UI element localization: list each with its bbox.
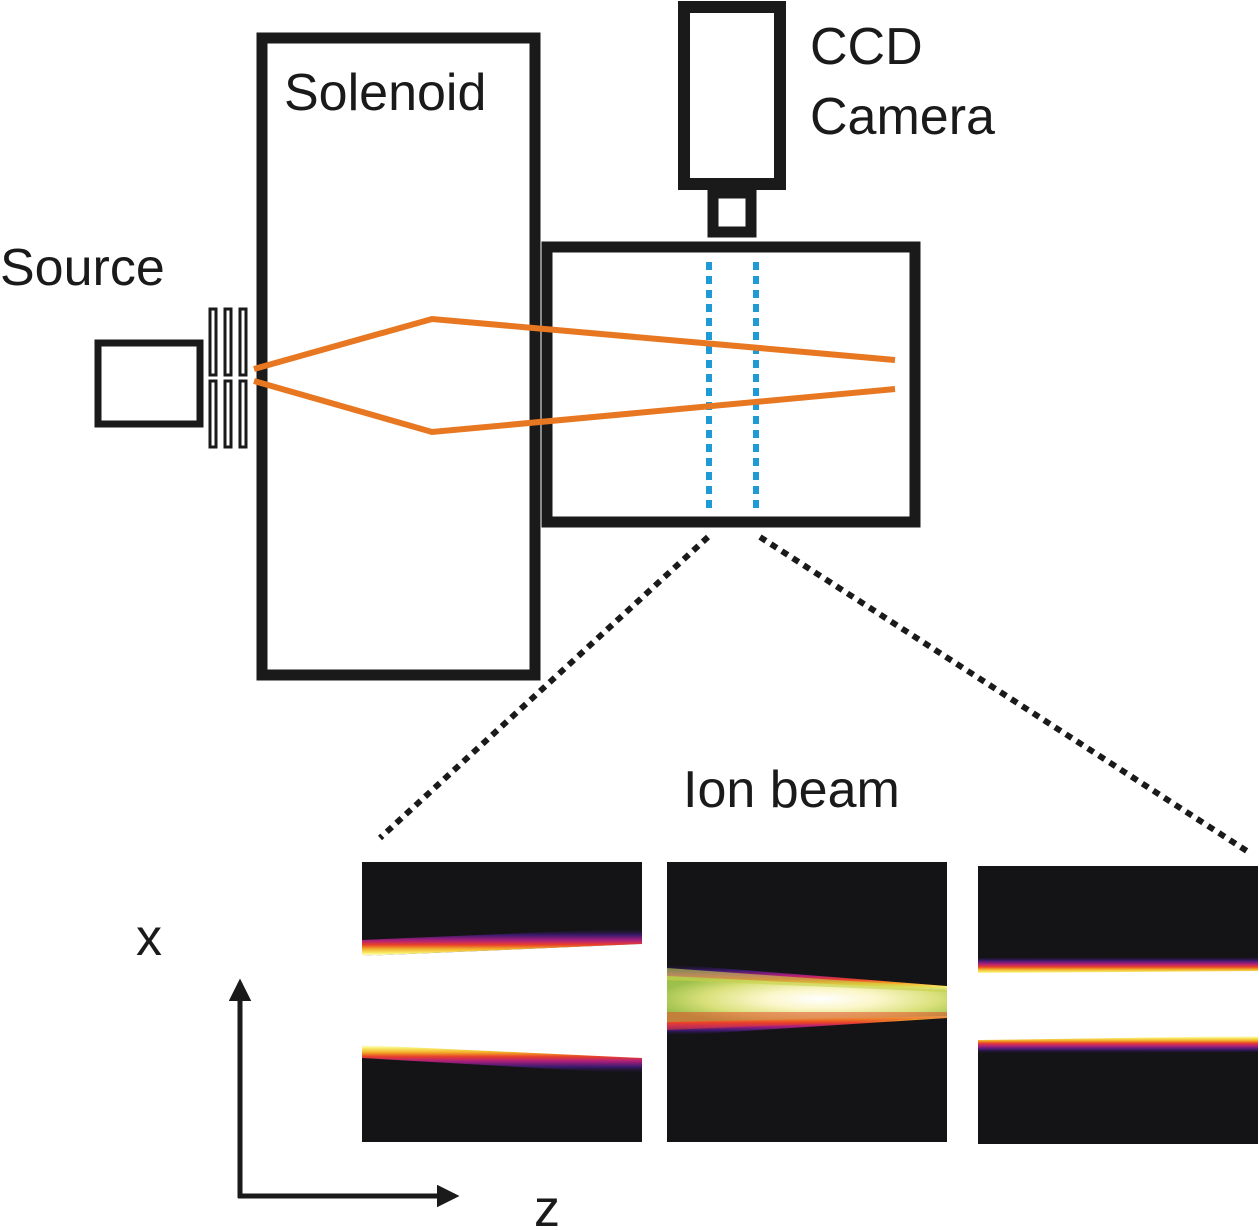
axis-z-label: z: [534, 1180, 560, 1230]
solenoid-label: Solenoid: [284, 64, 486, 122]
extraction-electrodes: [208, 307, 248, 449]
beam-envelope-lower: [253, 378, 896, 436]
solenoid-box: [256, 32, 541, 681]
zoom-guide-right: [758, 534, 1252, 856]
beam-image-panel-2: [667, 862, 947, 1142]
source-label: Source: [0, 239, 165, 297]
ion-beam-label: Ion beam: [683, 761, 900, 819]
ccd-label-line2: Camera: [810, 88, 995, 146]
chamber-box: [541, 241, 921, 528]
ccd-label-line1: CCD: [810, 18, 923, 76]
beam-envelope-upper: [253, 315, 896, 372]
beam-image-panel-1: [362, 862, 642, 1142]
zoom-guide-left: [377, 534, 711, 841]
ccd-camera-lens: [707, 187, 757, 238]
axis-x-label: x: [136, 909, 162, 967]
source-box: [94, 339, 204, 428]
ccd-camera-body: [678, 1, 786, 190]
beam-image-panel-3: [978, 866, 1258, 1144]
